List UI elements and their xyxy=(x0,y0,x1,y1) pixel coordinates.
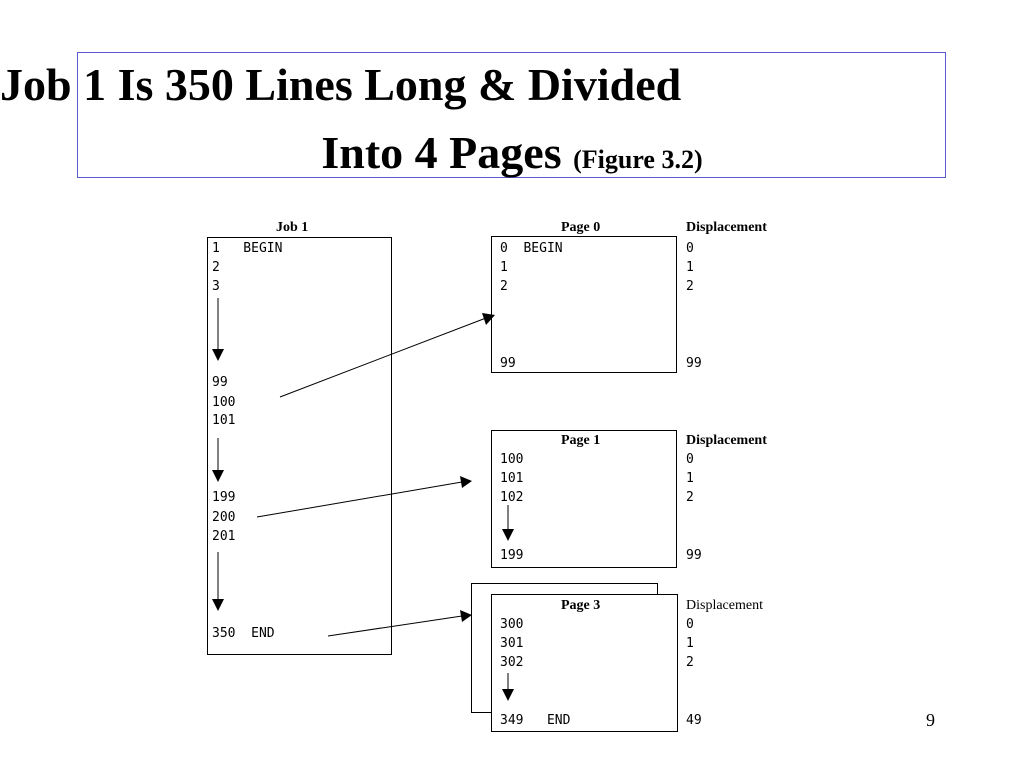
job-line: 2 xyxy=(212,260,220,275)
job-line: 350 END xyxy=(212,626,275,641)
slide-number: 9 xyxy=(926,710,935,730)
page0-header: Page 0 xyxy=(561,220,601,235)
job-header: Job 1 xyxy=(276,220,309,235)
slide-title-main: Into 4 Pages xyxy=(321,127,562,178)
slide-title-line1: Job 1 Is 350 Lines Long & Divided xyxy=(0,59,682,110)
job-box xyxy=(207,237,392,655)
job-line: 201 xyxy=(212,529,236,544)
map-arrow-page1 xyxy=(256,476,472,518)
slide-title-line2: Into 4 Pages (Figure 3.2) xyxy=(0,130,1024,176)
page0-displacement-header: Displacement xyxy=(686,220,767,235)
page3-line: 349 END xyxy=(500,713,571,728)
page1-line: 102 xyxy=(500,490,524,505)
page3-box xyxy=(491,594,678,732)
page0-displacement: 0 xyxy=(686,241,694,256)
figure-reference: (Figure 3.2) xyxy=(573,145,703,174)
job-line: 99 xyxy=(212,375,228,390)
page1-line: 199 xyxy=(500,548,524,563)
title-box xyxy=(77,52,946,178)
page1-down-arrow xyxy=(502,505,514,541)
page0-line: 99 xyxy=(500,356,516,371)
job-down-arrow-1 xyxy=(212,298,224,361)
page1-displacement: 0 xyxy=(686,452,694,467)
page3-line: 301 xyxy=(500,636,524,651)
page1-displacement: 99 xyxy=(686,548,702,563)
page1-displacement: 1 xyxy=(686,471,694,486)
page1-line: 101 xyxy=(500,471,524,486)
page0-line: 1 xyxy=(500,260,508,275)
page3-displacement: 49 xyxy=(686,713,702,728)
page1-box xyxy=(491,430,677,568)
job-down-arrow-3 xyxy=(212,552,224,611)
page3-displacement: 1 xyxy=(686,636,694,651)
job-line: 101 xyxy=(212,413,236,428)
page0-displacement: 1 xyxy=(686,260,694,275)
page1-line: 100 xyxy=(500,452,524,467)
page0-displacement: 2 xyxy=(686,279,694,294)
page1-displacement-header: Displacement xyxy=(686,433,767,448)
page1-header: Page 1 xyxy=(561,433,601,448)
job-line: 200 xyxy=(212,510,236,525)
page3-displacement-header: Displacement xyxy=(686,598,763,613)
page0-line: 0 BEGIN xyxy=(500,241,563,256)
page0-box xyxy=(491,236,677,373)
page3-line: 302 xyxy=(500,655,524,670)
page1-displacement: 2 xyxy=(686,490,694,505)
job-down-arrow-2 xyxy=(212,438,224,482)
page3-displacement: 2 xyxy=(686,655,694,670)
page3-line: 300 xyxy=(500,617,524,632)
page3-header: Page 3 xyxy=(561,598,601,613)
job-line: 199 xyxy=(212,490,236,505)
job-line: 100 xyxy=(212,395,236,410)
page0-line: 2 xyxy=(500,279,508,294)
map-arrow-page3 xyxy=(327,610,472,637)
page3-displacement: 0 xyxy=(686,617,694,632)
job-line: 3 xyxy=(212,279,220,294)
job-line: 1 BEGIN xyxy=(212,241,283,256)
page0-displacement: 99 xyxy=(686,356,702,371)
map-arrow-page0 xyxy=(279,313,495,398)
page3-down-arrow xyxy=(502,673,514,701)
